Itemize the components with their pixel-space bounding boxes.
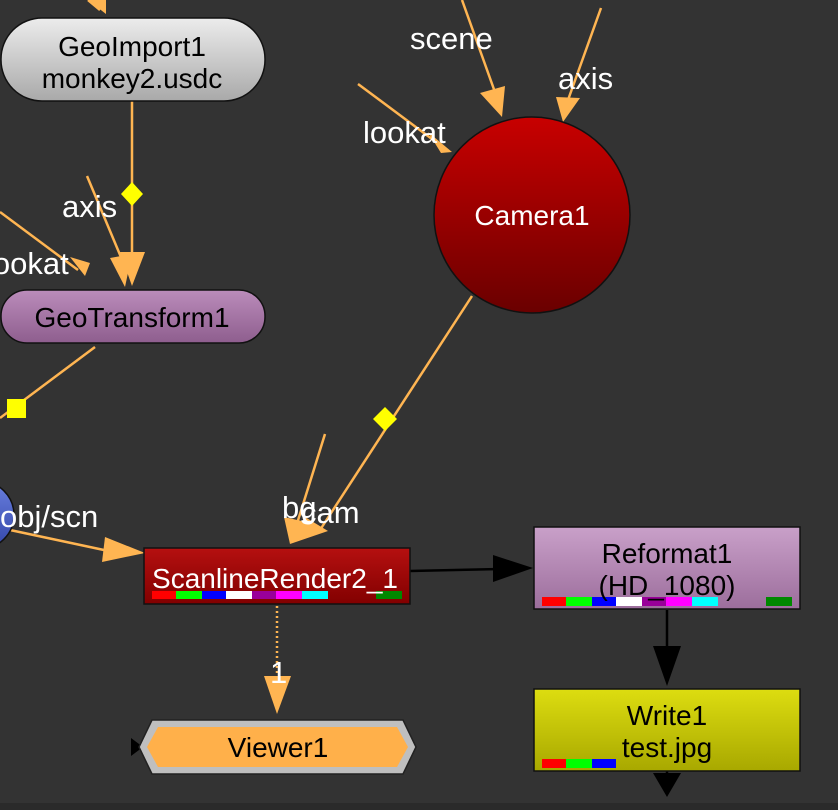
pipe-scanline-bg[interactable] xyxy=(293,433,327,531)
node-scene-partial[interactable] xyxy=(0,481,15,549)
pipe-scanline-obj[interactable] xyxy=(9,528,119,555)
pipes xyxy=(0,0,603,688)
arrowhead xyxy=(284,517,306,544)
camera-body[interactable] xyxy=(433,116,631,314)
pipe-scanline-reformat[interactable] xyxy=(409,567,501,573)
channel-blue xyxy=(592,597,616,606)
geoimport-body[interactable] xyxy=(0,17,266,102)
dot-camera-pipe[interactable] xyxy=(373,407,397,431)
arrowhead xyxy=(653,773,681,797)
geoimport-file: monkey2.usdc xyxy=(42,63,223,94)
input-labels: scene axis lookat axis lookat obj/scn bg… xyxy=(0,21,613,690)
pipe-camera-scanline[interactable] xyxy=(318,295,474,531)
geotransform-body[interactable] xyxy=(0,289,266,344)
reformat-name: Reformat1 xyxy=(602,538,733,569)
pipe-dots xyxy=(7,182,397,431)
scene-node-body[interactable] xyxy=(0,481,15,549)
channel-cyan xyxy=(692,597,718,606)
write-body[interactable] xyxy=(533,688,801,772)
reformat-body[interactable] xyxy=(533,526,801,610)
node-viewer[interactable]: Viewer1 xyxy=(138,719,417,775)
scanline-name: ScanlineRender2_1 xyxy=(152,563,398,594)
label-cam: cam xyxy=(301,495,360,530)
arrowhead xyxy=(493,555,533,582)
arrowhead xyxy=(290,517,328,544)
channel-magenta xyxy=(666,597,692,606)
reformat-channel-strip xyxy=(542,597,792,606)
channel-red xyxy=(542,597,566,606)
channel-green xyxy=(176,591,202,599)
pipe-camera-scene[interactable] xyxy=(460,0,498,96)
scanline-channel-strip xyxy=(152,591,402,599)
channel-cyan xyxy=(302,591,328,599)
arrowhead xyxy=(556,97,580,122)
node-write[interactable]: Write1 test.jpg xyxy=(533,688,801,772)
label-geo-lookat: lookat xyxy=(0,246,69,281)
label-obj-scn: obj/scn xyxy=(0,499,98,534)
arrowhead xyxy=(102,537,145,562)
channel-dkgreen xyxy=(766,597,792,606)
label-scene: scene xyxy=(410,21,493,56)
pipe-geo-lookat[interactable] xyxy=(0,210,79,272)
channel-red xyxy=(152,591,176,599)
geoimport-name: GeoImport1 xyxy=(58,31,206,62)
channel-purple xyxy=(252,591,276,599)
channel-blue xyxy=(592,759,616,768)
pipe-camera-axis[interactable] xyxy=(566,7,603,101)
arrowhead xyxy=(653,646,681,686)
node-camera[interactable]: Camera1 xyxy=(433,116,631,314)
channel-blue xyxy=(202,591,226,599)
reformat-format: (HD_1080) xyxy=(599,570,736,601)
dot-geoimport-pipe[interactable] xyxy=(121,182,143,206)
camera-name: Camera1 xyxy=(474,200,589,231)
viewer-input-arrow xyxy=(131,738,143,756)
channel-white xyxy=(616,597,642,606)
write-file: test.jpg xyxy=(622,732,712,763)
arrowhead xyxy=(110,254,132,287)
write-channel-strip xyxy=(542,759,616,768)
channel-white xyxy=(226,591,252,599)
node-geotransform[interactable]: GeoTransform1 xyxy=(0,289,266,344)
arrowhead xyxy=(70,257,90,276)
channel-magenta xyxy=(276,591,302,599)
label-camera-lookat: lookat xyxy=(363,115,446,150)
arrowhead xyxy=(88,0,106,14)
channel-green xyxy=(566,597,592,606)
write-name: Write1 xyxy=(627,700,707,731)
pipe-geo-axis[interactable] xyxy=(85,175,125,263)
orange-arrowheads xyxy=(70,0,580,714)
channel-dkgreen xyxy=(376,591,402,599)
label-viewer-input: 1 xyxy=(270,655,287,690)
arrowhead xyxy=(480,86,505,117)
pipe-camera-lookat[interactable] xyxy=(357,82,441,147)
label-bg: bg xyxy=(282,490,316,525)
node-scanline[interactable]: ScanlineRender2_1 xyxy=(143,547,411,605)
node-geoimport[interactable]: GeoImport1 monkey2.usdc xyxy=(0,17,266,102)
black-pipes xyxy=(131,555,681,797)
label-geo-axis: axis xyxy=(62,189,117,224)
pipe-geoimport-in[interactable] xyxy=(87,0,101,11)
channel-red xyxy=(542,759,566,768)
channel-purple xyxy=(642,597,666,606)
arrowhead xyxy=(264,676,291,714)
node-reformat[interactable]: Reformat1 (HD_1080) xyxy=(533,526,801,610)
geotransform-name: GeoTransform1 xyxy=(34,302,229,333)
dot-geotransform-pipe[interactable] xyxy=(7,399,26,418)
viewer-body[interactable] xyxy=(147,727,408,767)
channel-green xyxy=(566,759,592,768)
bottom-edge xyxy=(0,803,838,810)
viewer-name: Viewer1 xyxy=(228,732,329,763)
arrowhead xyxy=(428,132,452,153)
label-camera-axis: axis xyxy=(558,61,613,96)
